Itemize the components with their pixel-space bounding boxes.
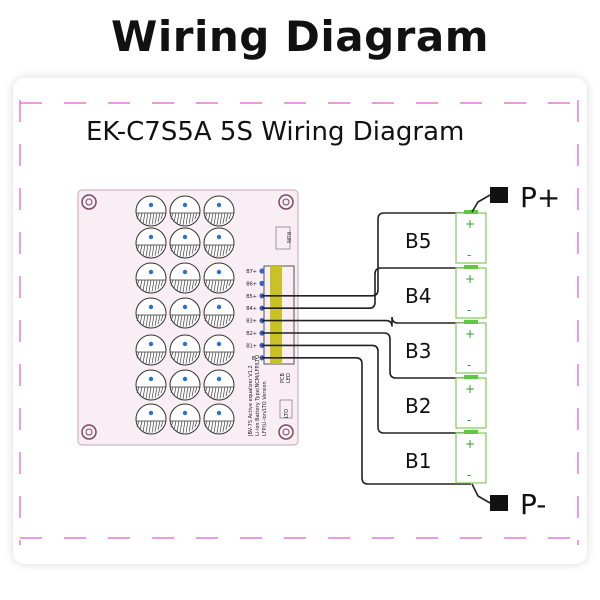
pin-label: B- — [252, 356, 257, 362]
capacitor — [169, 297, 201, 329]
run-label: RUN — [285, 232, 291, 243]
cell-plus-sign: + — [465, 382, 475, 396]
capacitor — [135, 297, 167, 329]
cell-plus-sign: + — [465, 217, 475, 231]
pin-label: B2+ — [246, 331, 257, 337]
cell-plus-sign: + — [465, 327, 475, 341]
mounting-hole — [81, 424, 97, 440]
capacitor — [135, 262, 167, 294]
capacitor — [169, 195, 201, 227]
capacitor — [203, 297, 235, 329]
mounting-hole — [81, 194, 97, 210]
cell-label: B1 — [405, 449, 431, 473]
capacitor — [169, 403, 201, 435]
board-caption-line: LFP/Li-ion/LTO Version — [262, 381, 268, 436]
pin-dot — [259, 280, 265, 286]
cell-minus-sign: - — [467, 248, 471, 262]
capacitor — [203, 227, 235, 259]
led-label: LED — [286, 373, 292, 383]
board-caption-line: JBV-7S Active equalizer V1.2 — [248, 365, 254, 437]
battery-pack: + - B5 + - B4 + - B3 + - B2 + - B1 — [405, 210, 487, 484]
lto-jumper-outline — [279, 399, 293, 419]
capacitor — [169, 227, 201, 259]
connector-strip — [270, 266, 282, 364]
cell-plus-sign: + — [465, 272, 475, 286]
capacitor — [203, 195, 235, 227]
wire — [262, 316, 471, 327]
pin-label: B7+ — [246, 269, 257, 275]
mounting-hole — [278, 194, 294, 210]
lto-label: LTO — [284, 409, 290, 418]
pin-label: B1+ — [246, 343, 257, 349]
wire — [262, 357, 471, 485]
battery-cell-b2: + - B2 — [405, 375, 487, 429]
positive-terminal-label: P+ — [520, 181, 560, 214]
cell-label: B5 — [405, 229, 431, 253]
pin-label: B6+ — [246, 281, 257, 287]
capacitor — [203, 262, 235, 294]
negative-terminal-label: P- — [520, 488, 546, 521]
board-caption-line: Li-ion Battery Type/NCM/LFP/LTO — [255, 355, 261, 436]
pcb-label: PCB — [280, 372, 286, 383]
pin-label: B5+ — [246, 294, 257, 300]
cell-label: B2 — [405, 394, 431, 418]
capacitor — [135, 403, 167, 435]
cell-label: B4 — [405, 284, 431, 308]
cell-minus-sign: - — [467, 413, 471, 427]
capacitor — [135, 195, 167, 227]
wire — [262, 332, 471, 379]
pin-dot — [259, 268, 265, 274]
capacitor — [135, 227, 167, 259]
capacitor — [135, 334, 167, 366]
capacitor — [203, 403, 235, 435]
page-title: Wiring Diagram — [111, 12, 489, 61]
mounting-hole — [278, 424, 294, 440]
cell-minus-sign: - — [467, 303, 471, 317]
cell-minus-sign: - — [467, 468, 471, 482]
wire — [262, 344, 471, 434]
capacitor — [169, 369, 201, 401]
wire-harness — [262, 212, 471, 485]
capacitor — [169, 334, 201, 366]
battery-cell-b3: + - B3 — [405, 320, 487, 374]
cell-label: B3 — [405, 339, 431, 363]
capacitor — [203, 369, 235, 401]
capacitor — [135, 369, 167, 401]
battery-cell-b4: + - B4 — [405, 265, 487, 319]
capacitor — [203, 334, 235, 366]
balancer-board: B7+B6+B5+B4+B3+B2+B1+B- RUN PCB LED LTO … — [77, 189, 299, 446]
guide-lines — [19, 100, 580, 545]
battery-cell-b1: + - B1 — [405, 430, 487, 484]
battery-cell-b5: + - B5 — [405, 210, 487, 264]
diagram-subtitle: EK-C7S5A 5S Wiring Diagram — [86, 117, 464, 147]
capacitor — [169, 262, 201, 294]
positive-terminal: P+ — [471, 181, 560, 214]
capacitor-grid — [135, 195, 235, 435]
wire — [262, 267, 471, 309]
cell-plus-sign: + — [465, 437, 475, 451]
negative-terminal: P- — [471, 483, 546, 521]
pin-label: B3+ — [246, 319, 257, 325]
run-led-outline — [275, 226, 291, 250]
pin-label: B4+ — [246, 306, 257, 312]
cell-minus-sign: - — [467, 358, 471, 372]
